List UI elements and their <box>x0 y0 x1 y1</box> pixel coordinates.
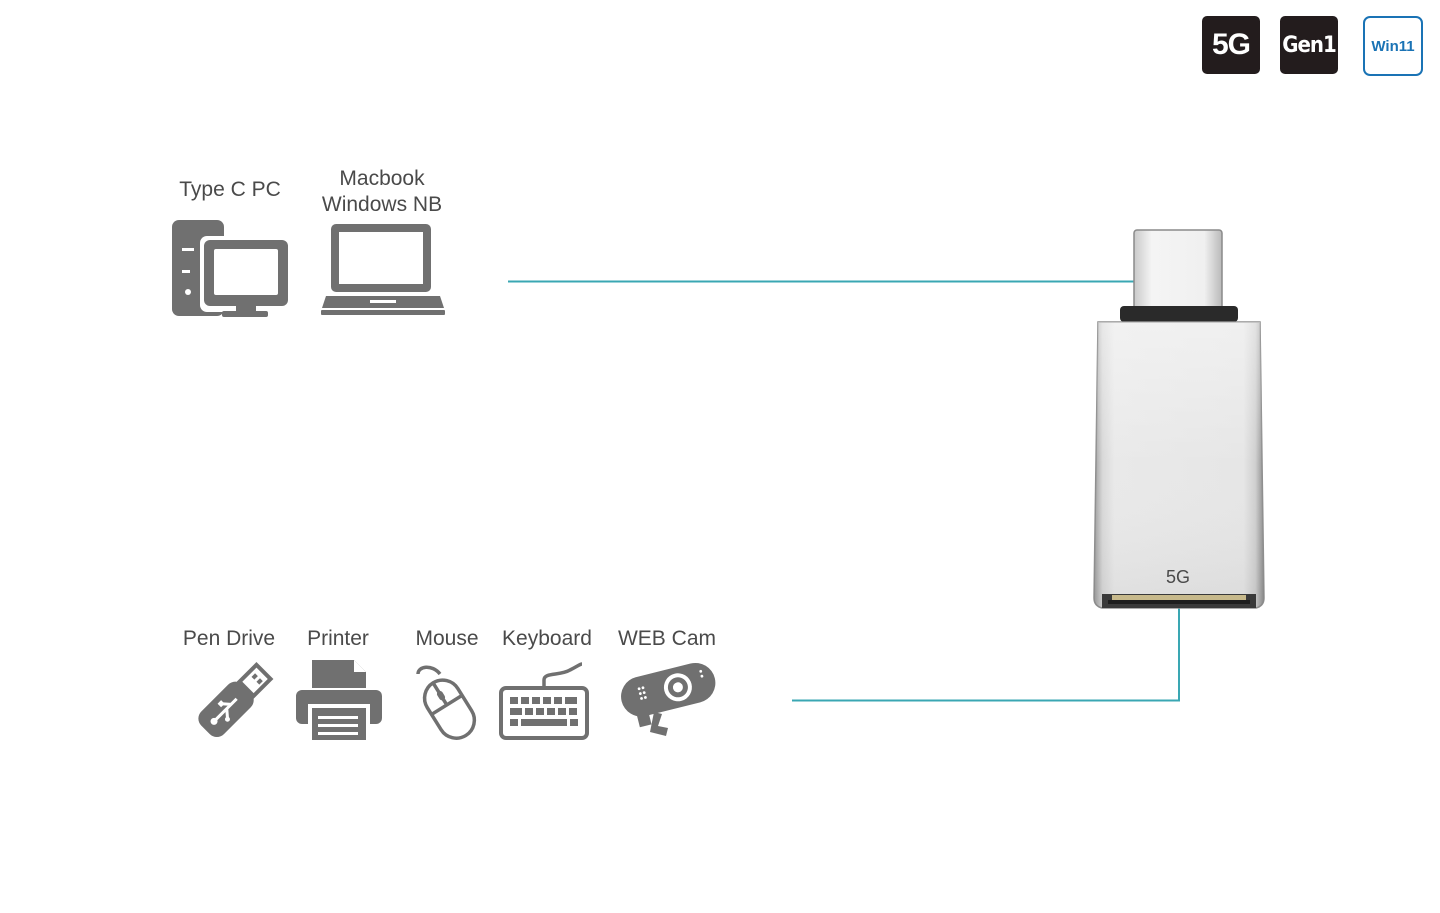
laptop-icon <box>320 222 446 316</box>
win11-badge: Win11 <box>1363 16 1423 76</box>
keyboard-icon <box>498 662 590 742</box>
laptop-label-line2: Windows NB <box>321 193 443 216</box>
5g-badge: 5G <box>1202 16 1260 74</box>
laptop-label-line1: Macbook <box>339 167 425 190</box>
device-label: Printer <box>307 627 369 650</box>
adapter-5g-label: 5G <box>1165 567 1190 587</box>
device-label: WEB Cam <box>617 627 716 650</box>
mouse-icon <box>410 660 482 744</box>
device-label: Pen Drive <box>182 627 276 650</box>
laptop-label: Macbook Windows NB <box>302 166 462 218</box>
webcam-icon <box>614 654 720 744</box>
type-c-pc-label: Type C PC <box>179 178 281 201</box>
gen1-badge: Gen1 <box>1280 16 1338 74</box>
usb-drive-icon <box>188 660 274 746</box>
usb-c-to-a-adapter <box>1088 228 1270 614</box>
printer-icon <box>294 658 384 742</box>
device-label: Mouse <box>415 627 479 650</box>
desktop-pc-icon <box>170 218 290 320</box>
device-connector-line <box>792 606 1180 702</box>
device-label: Keyboard <box>502 627 592 650</box>
